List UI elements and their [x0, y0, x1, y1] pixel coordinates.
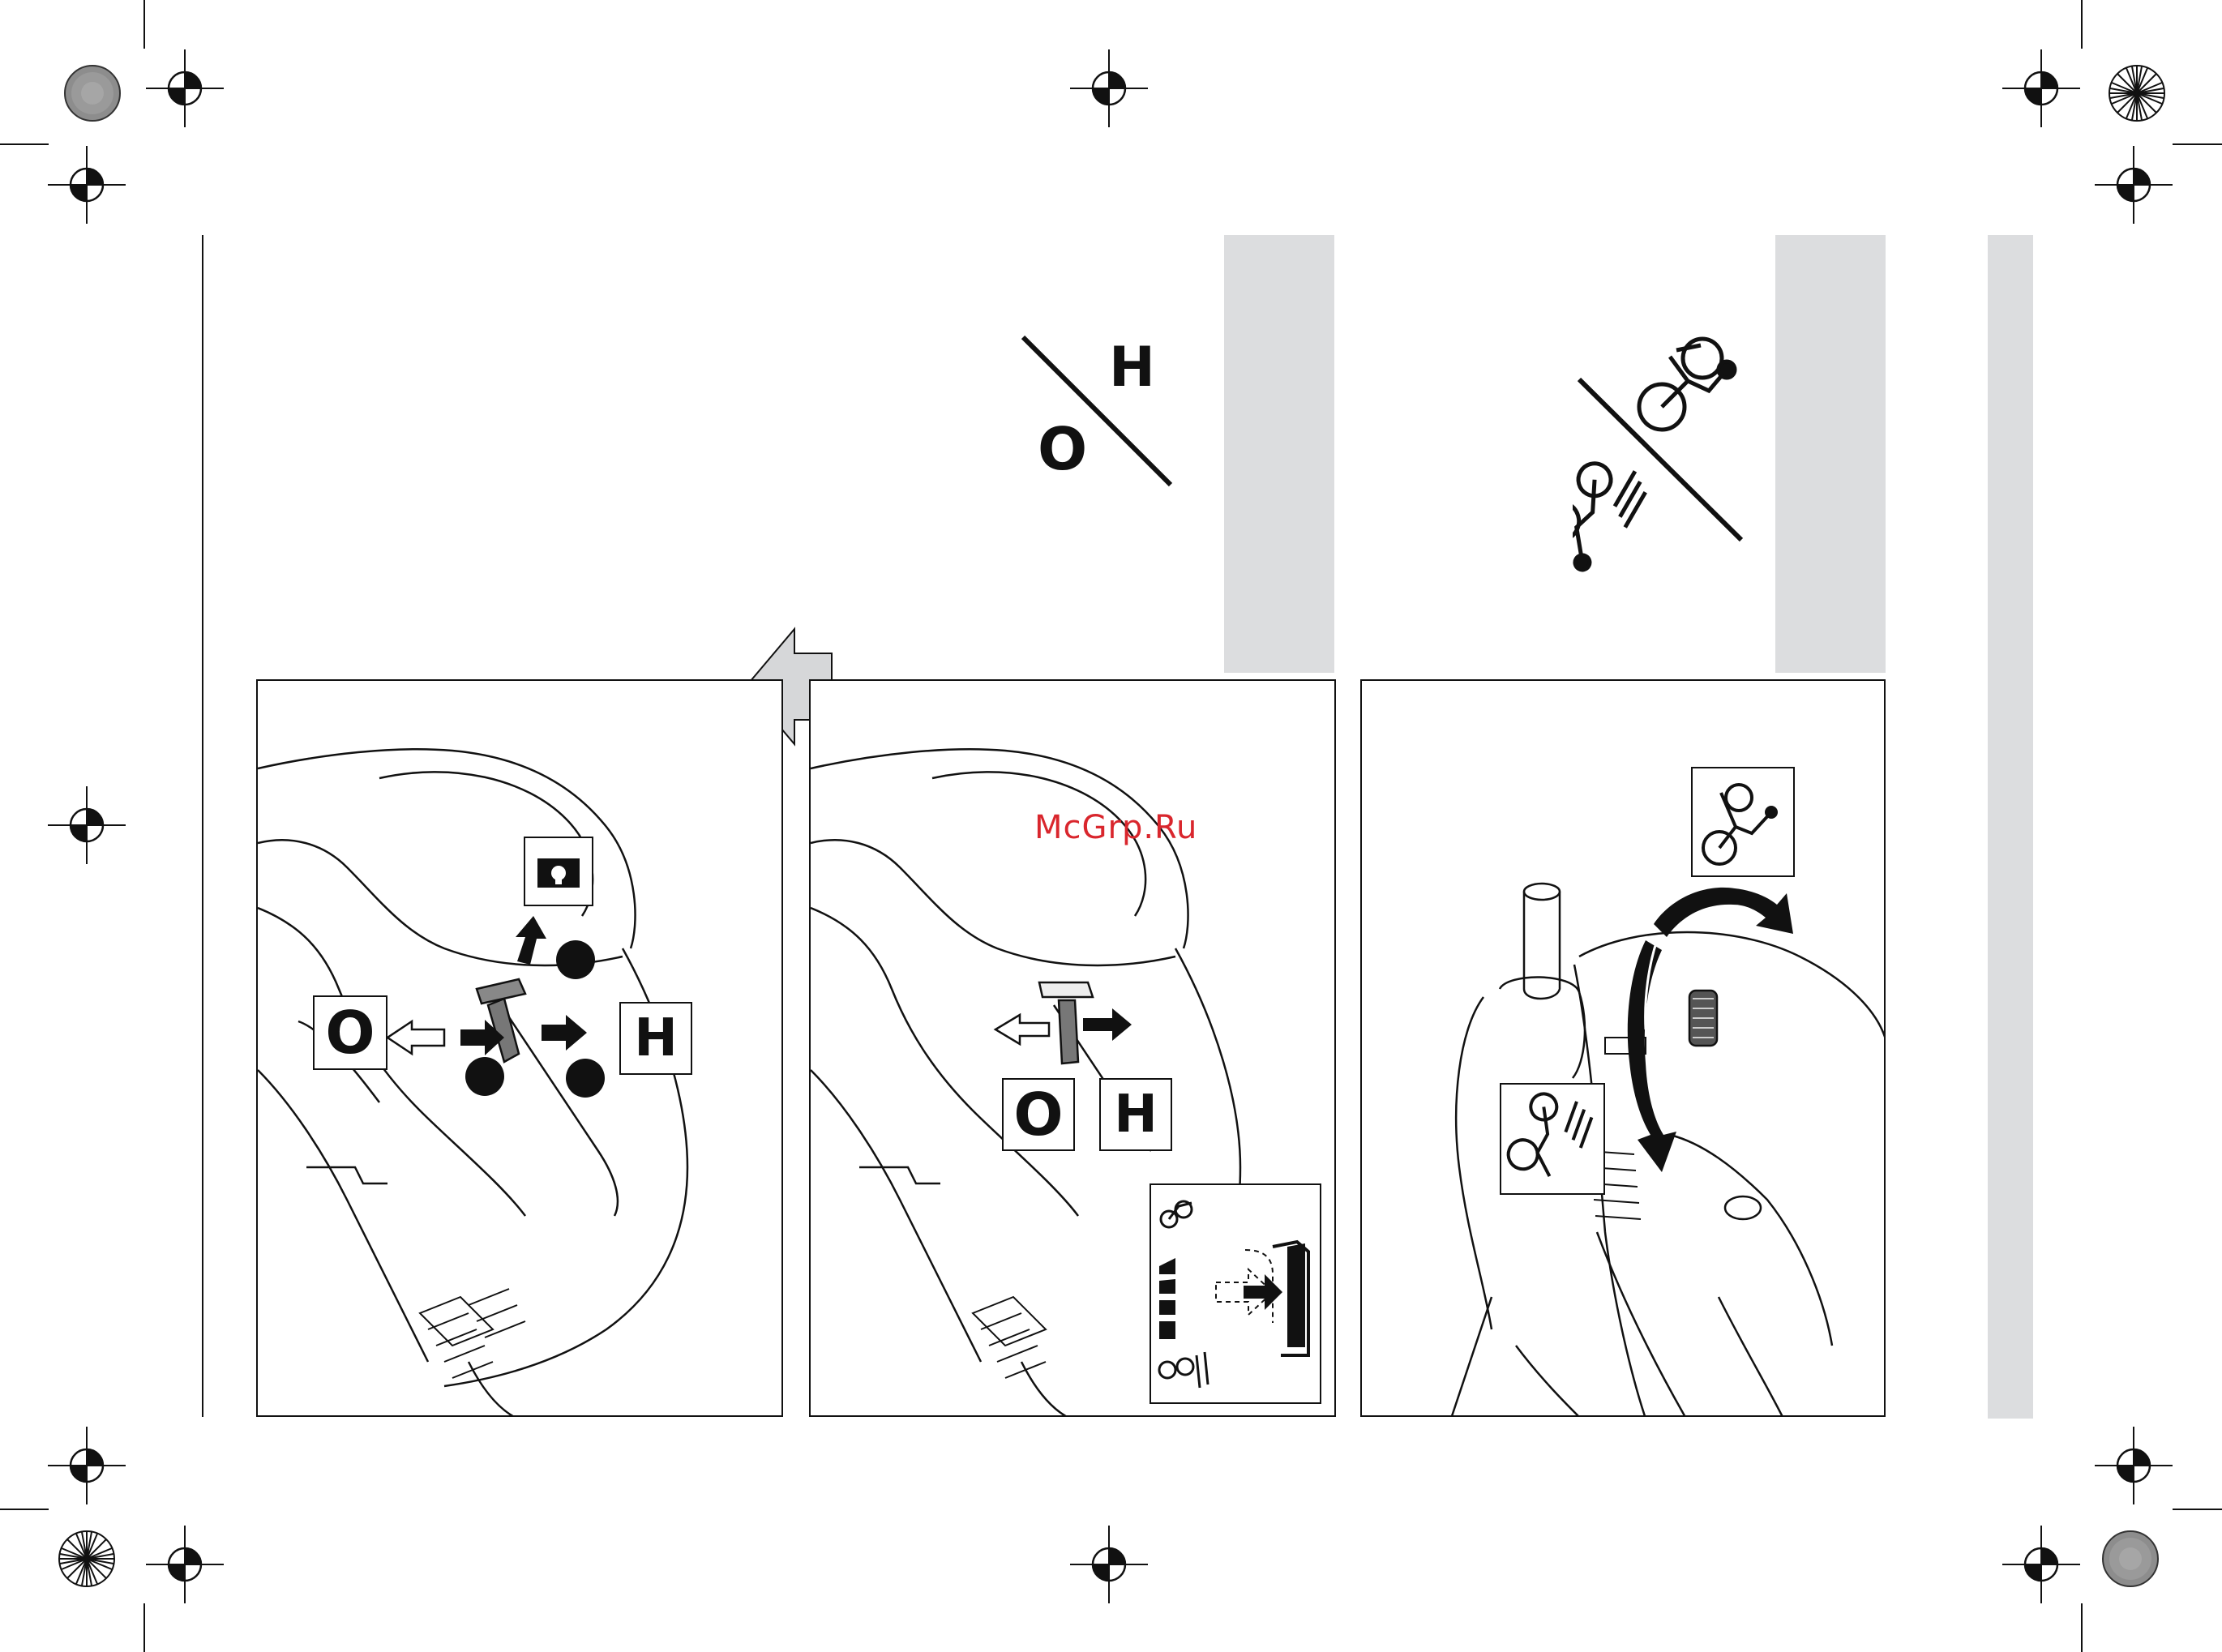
speed-dial — [1689, 991, 1717, 1046]
switch-off-box: O — [1002, 1078, 1075, 1151]
bicycle-fast-icon — [1698, 773, 1787, 871]
speed-mode-legend — [1573, 308, 1759, 600]
panel-left: O H — [256, 679, 783, 1417]
speed-legend-graphic — [1573, 308, 1759, 600]
gray-strip-speed — [1775, 235, 1886, 673]
bicycle-fast-box — [1691, 767, 1795, 877]
speed-detail-inset — [1150, 1183, 1321, 1404]
manual-mode-legend: H O — [1013, 324, 1175, 503]
panel-right — [1360, 679, 1886, 1417]
switch-on-label: H — [1114, 1089, 1158, 1141]
bicycle-slow-icon — [1573, 441, 1652, 578]
switch-off-label: O — [1013, 1085, 1063, 1144]
switch-on-label: H — [634, 1012, 678, 1064]
bicycle-fast-icon — [1639, 339, 1735, 430]
legend-symbol-on: H — [1109, 340, 1155, 396]
bicycle-slow-box — [1500, 1083, 1605, 1195]
gray-strip-edge — [1988, 235, 2033, 1419]
switch-off-label: O — [325, 1004, 375, 1062]
lock-icon — [534, 847, 583, 896]
switch-on-box: H — [619, 1002, 692, 1075]
watermark: McGrp.Ru — [1034, 809, 1197, 846]
speed-detail-graphic — [1151, 1185, 1320, 1402]
lock-icon-box — [524, 837, 593, 906]
panel-middle: O H — [809, 679, 1336, 1417]
legend-symbol-off: O — [1038, 420, 1087, 478]
switch-on-box: H — [1099, 1078, 1172, 1151]
panel-right-drawing — [1362, 681, 1886, 1417]
bicycle-slow-icon — [1505, 1089, 1599, 1189]
switch-off-box: O — [313, 995, 387, 1070]
gray-strip-manual — [1224, 235, 1334, 673]
